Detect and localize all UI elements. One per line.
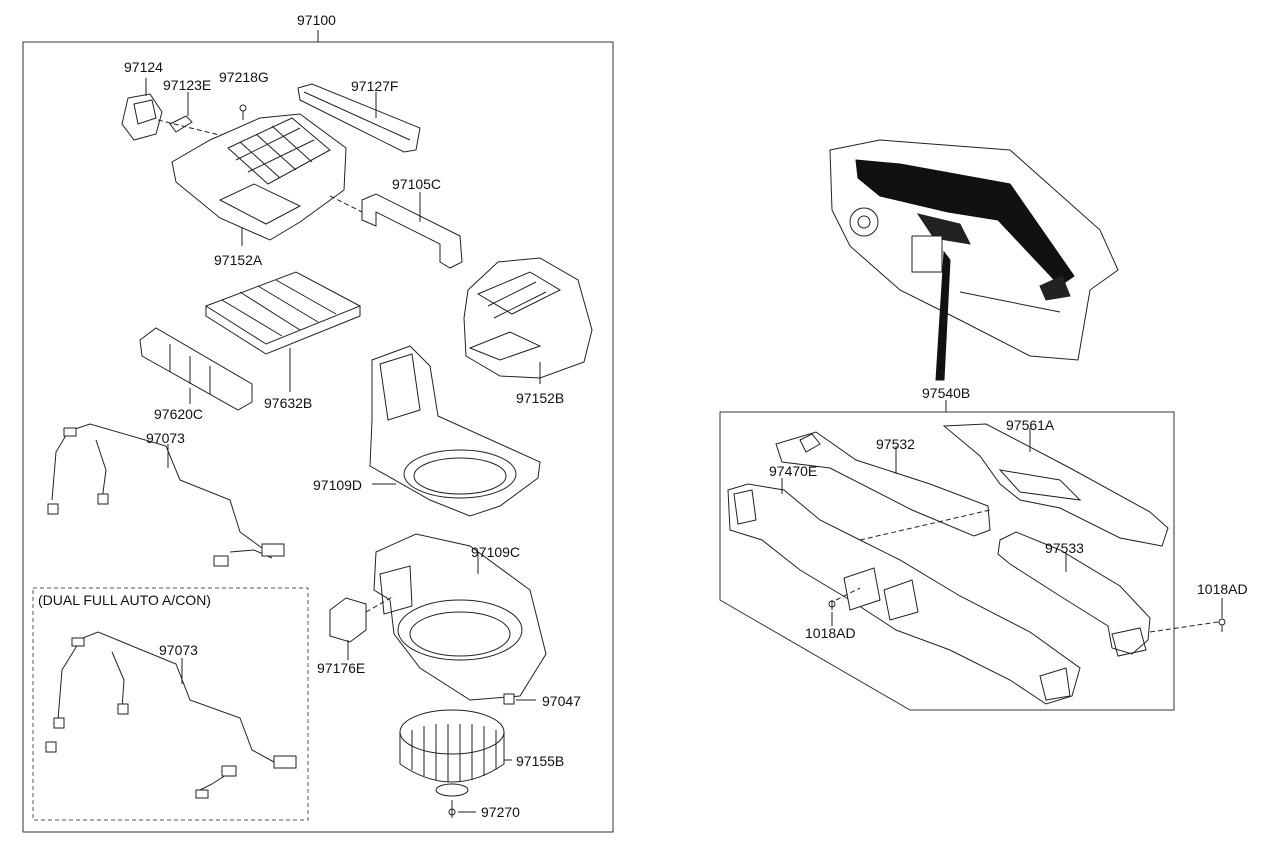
- label-97152A: 97152A: [214, 252, 263, 268]
- label-97109D: 97109D: [313, 477, 363, 493]
- screw-97218G: [157, 104, 247, 141]
- label-97532: 97532: [876, 436, 915, 452]
- label-1018AD-left: 1018AD: [805, 625, 856, 641]
- label-97124: 97124: [124, 59, 163, 75]
- blower-motor-97155B: [399, 709, 512, 797]
- door-97620C: [139, 327, 253, 411]
- duct-97533: [997, 531, 1151, 657]
- label-97155B: 97155B: [516, 753, 565, 769]
- case-97109D: [369, 345, 541, 517]
- label-97470E: 97470E: [769, 463, 818, 479]
- resistor-97176E: [329, 595, 395, 660]
- clip-97047: [503, 693, 536, 705]
- case-97152A: [171, 113, 347, 246]
- label-dual-full-auto: (DUAL FULL AUTO A/CON): [38, 592, 211, 608]
- wiring-97073-upper: [47, 423, 285, 567]
- case-97109C: [373, 533, 547, 701]
- label-97176E: 97176E: [317, 660, 366, 676]
- label-97561A: 97561A: [1006, 417, 1055, 433]
- dashboard-illustration: [829, 139, 1119, 381]
- label-97533: 97533: [1045, 540, 1084, 556]
- label-97632B: 97632B: [264, 395, 313, 411]
- bracket-97561A: [942, 423, 1169, 547]
- label-1018AD-right: 1018AD: [1197, 581, 1248, 597]
- dual-auto-frame: [32, 587, 309, 821]
- label-97218G: 97218G: [219, 69, 269, 85]
- label-duct-assembly-97540B: 97540B: [922, 385, 971, 401]
- lever-97123E: [169, 92, 193, 133]
- label-97270: 97270: [481, 804, 520, 820]
- duct-assembly-frame: [719, 400, 1175, 711]
- label-97109C: 97109C: [471, 544, 521, 560]
- label-assembly-97100: 97100: [297, 12, 336, 28]
- label-97105C: 97105C: [392, 176, 442, 192]
- filter-97632B: [204, 271, 362, 392]
- label-97152B: 97152B: [516, 390, 565, 406]
- case-97152B: [463, 257, 593, 384]
- screw-97270: [448, 800, 476, 818]
- actuator-97124: [121, 78, 163, 141]
- label-97127F: 97127F: [351, 78, 399, 94]
- seal-97127F: [297, 83, 421, 153]
- label-97620C: 97620C: [154, 406, 204, 422]
- label-97123E: 97123E: [163, 77, 212, 93]
- screw-1018AD-left: [828, 587, 861, 626]
- gasket-97105C: [329, 192, 463, 269]
- screw-1018AD-right: [1149, 598, 1226, 633]
- duct-97532: [775, 431, 991, 537]
- label-97073-upper: 97073: [146, 430, 185, 446]
- duct-97470E: [727, 478, 1081, 705]
- wiring-97073-lower: [45, 631, 297, 799]
- label-97047: 97047: [542, 693, 581, 709]
- label-97073-lower: 97073: [159, 642, 198, 658]
